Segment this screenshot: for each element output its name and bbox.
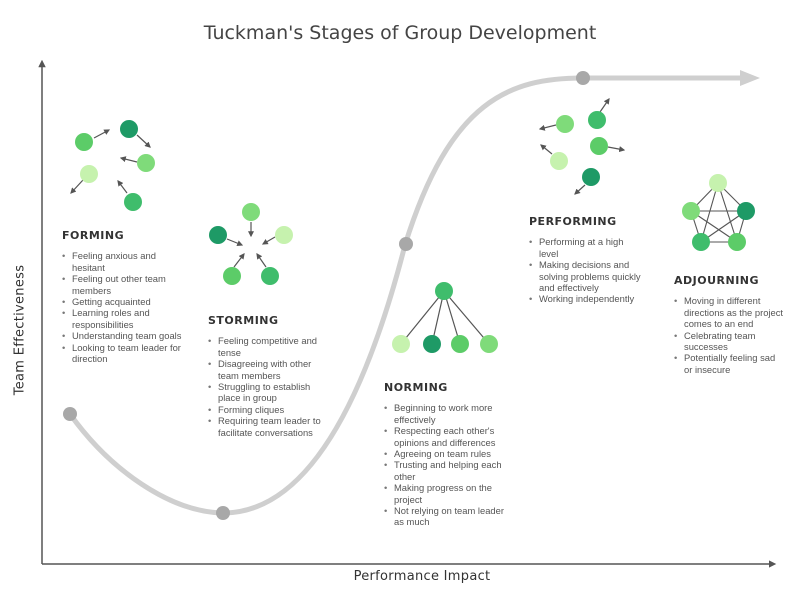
member-node [550, 152, 568, 170]
member-node [75, 133, 93, 151]
stage-list: Beginning to work more effectively Respe… [384, 402, 510, 527]
list-item: Celebrating team successes [674, 330, 786, 353]
stage-performing: PERFORMING Performing at a high level Ma… [529, 215, 643, 306]
development-curve [63, 70, 760, 520]
member-node [223, 267, 241, 285]
list-item: Making progress on the project [384, 482, 510, 505]
member-node [737, 202, 755, 220]
list-item: Performing at a high level [529, 236, 643, 259]
stage-list: Performing at a high level Making decisi… [529, 236, 643, 305]
performing-icon [538, 98, 626, 195]
list-item: Feeling anxious and hesitant [62, 250, 182, 273]
stage-list: Feeling competitive and tense Disagreein… [208, 335, 326, 438]
member-node [242, 203, 260, 221]
member-node [556, 115, 574, 133]
member-node [423, 335, 441, 353]
list-item: Understanding team goals [62, 330, 182, 342]
stage-storming: STORMING Feeling competitive and tense D… [208, 315, 326, 438]
axes [38, 59, 777, 568]
stage-norming: NORMING Beginning to work more effective… [384, 382, 510, 528]
member-node [480, 335, 498, 353]
member-node [582, 168, 600, 186]
member-node [392, 335, 410, 353]
member-node [692, 233, 710, 251]
curve-marker-storming [216, 506, 230, 520]
stage-title: PERFORMING [529, 215, 617, 228]
list-item: Not relying on team leader as much [384, 505, 510, 528]
list-item: Potentially feeling sad or insecure [674, 352, 786, 375]
list-item: Requiring team leader to facilitate conv… [208, 415, 326, 438]
member-node [682, 202, 700, 220]
list-item: Beginning to work more effectively [384, 402, 510, 425]
y-axis-label: Team Effectiveness [12, 264, 28, 396]
curve-arrowhead [740, 70, 760, 86]
stage-list: Moving in different directions as the pr… [674, 295, 786, 375]
list-item: Forming cliques [208, 404, 326, 416]
curve-marker-norming [399, 237, 413, 251]
stage-title: FORMING [62, 229, 125, 242]
adjourning-icon [682, 174, 755, 251]
list-item: Disagreeing with other team members [208, 358, 326, 381]
list-item: Feeling out other team members [62, 273, 182, 296]
member-node [588, 111, 606, 129]
stage-title: ADJOURNING [674, 274, 760, 287]
stage-list: Feeling anxious and hesitant Feeling out… [62, 250, 182, 364]
x-axis-label: Performance Impact [353, 569, 491, 584]
list-item: Getting acquainted [62, 296, 182, 308]
stage-forming: FORMING Feeling anxious and hesitant Fee… [62, 230, 182, 364]
member-node [261, 267, 279, 285]
stage-adjourning: ADJOURNING Moving in different direction… [674, 275, 786, 375]
member-node [80, 165, 98, 183]
member-node [137, 154, 155, 172]
member-node [590, 137, 608, 155]
list-item: Moving in different directions as the pr… [674, 295, 786, 329]
stage-title: NORMING [384, 381, 448, 394]
list-item: Trusting and helping each other [384, 459, 510, 482]
stage-title: STORMING [208, 314, 279, 327]
member-node [124, 193, 142, 211]
list-item: Looking to team leader for direction [62, 342, 182, 365]
member-node [209, 226, 227, 244]
member-node [120, 120, 138, 138]
list-item: Working independently [529, 293, 643, 305]
curve-marker-performing [576, 71, 590, 85]
storming-icon [209, 203, 293, 285]
list-item: Learning roles and responsibilities [62, 307, 182, 330]
list-item: Struggling to establish place in group [208, 381, 326, 404]
list-item: Feeling competitive and tense [208, 335, 326, 358]
curve-line [67, 75, 743, 516]
forming-icon [70, 120, 155, 211]
diagram-title: Tuckman's Stages of Group Development [203, 22, 597, 44]
leader-node [435, 282, 453, 300]
member-node [709, 174, 727, 192]
list-item: Making decisions and solving problems qu… [529, 259, 643, 293]
member-node [728, 233, 746, 251]
member-node [451, 335, 469, 353]
list-item: Respecting each other's opinions and dif… [384, 425, 510, 448]
curve-marker-start [63, 407, 77, 421]
norming-icon [392, 282, 498, 353]
list-item: Agreeing on team rules [384, 448, 510, 460]
member-node [275, 226, 293, 244]
